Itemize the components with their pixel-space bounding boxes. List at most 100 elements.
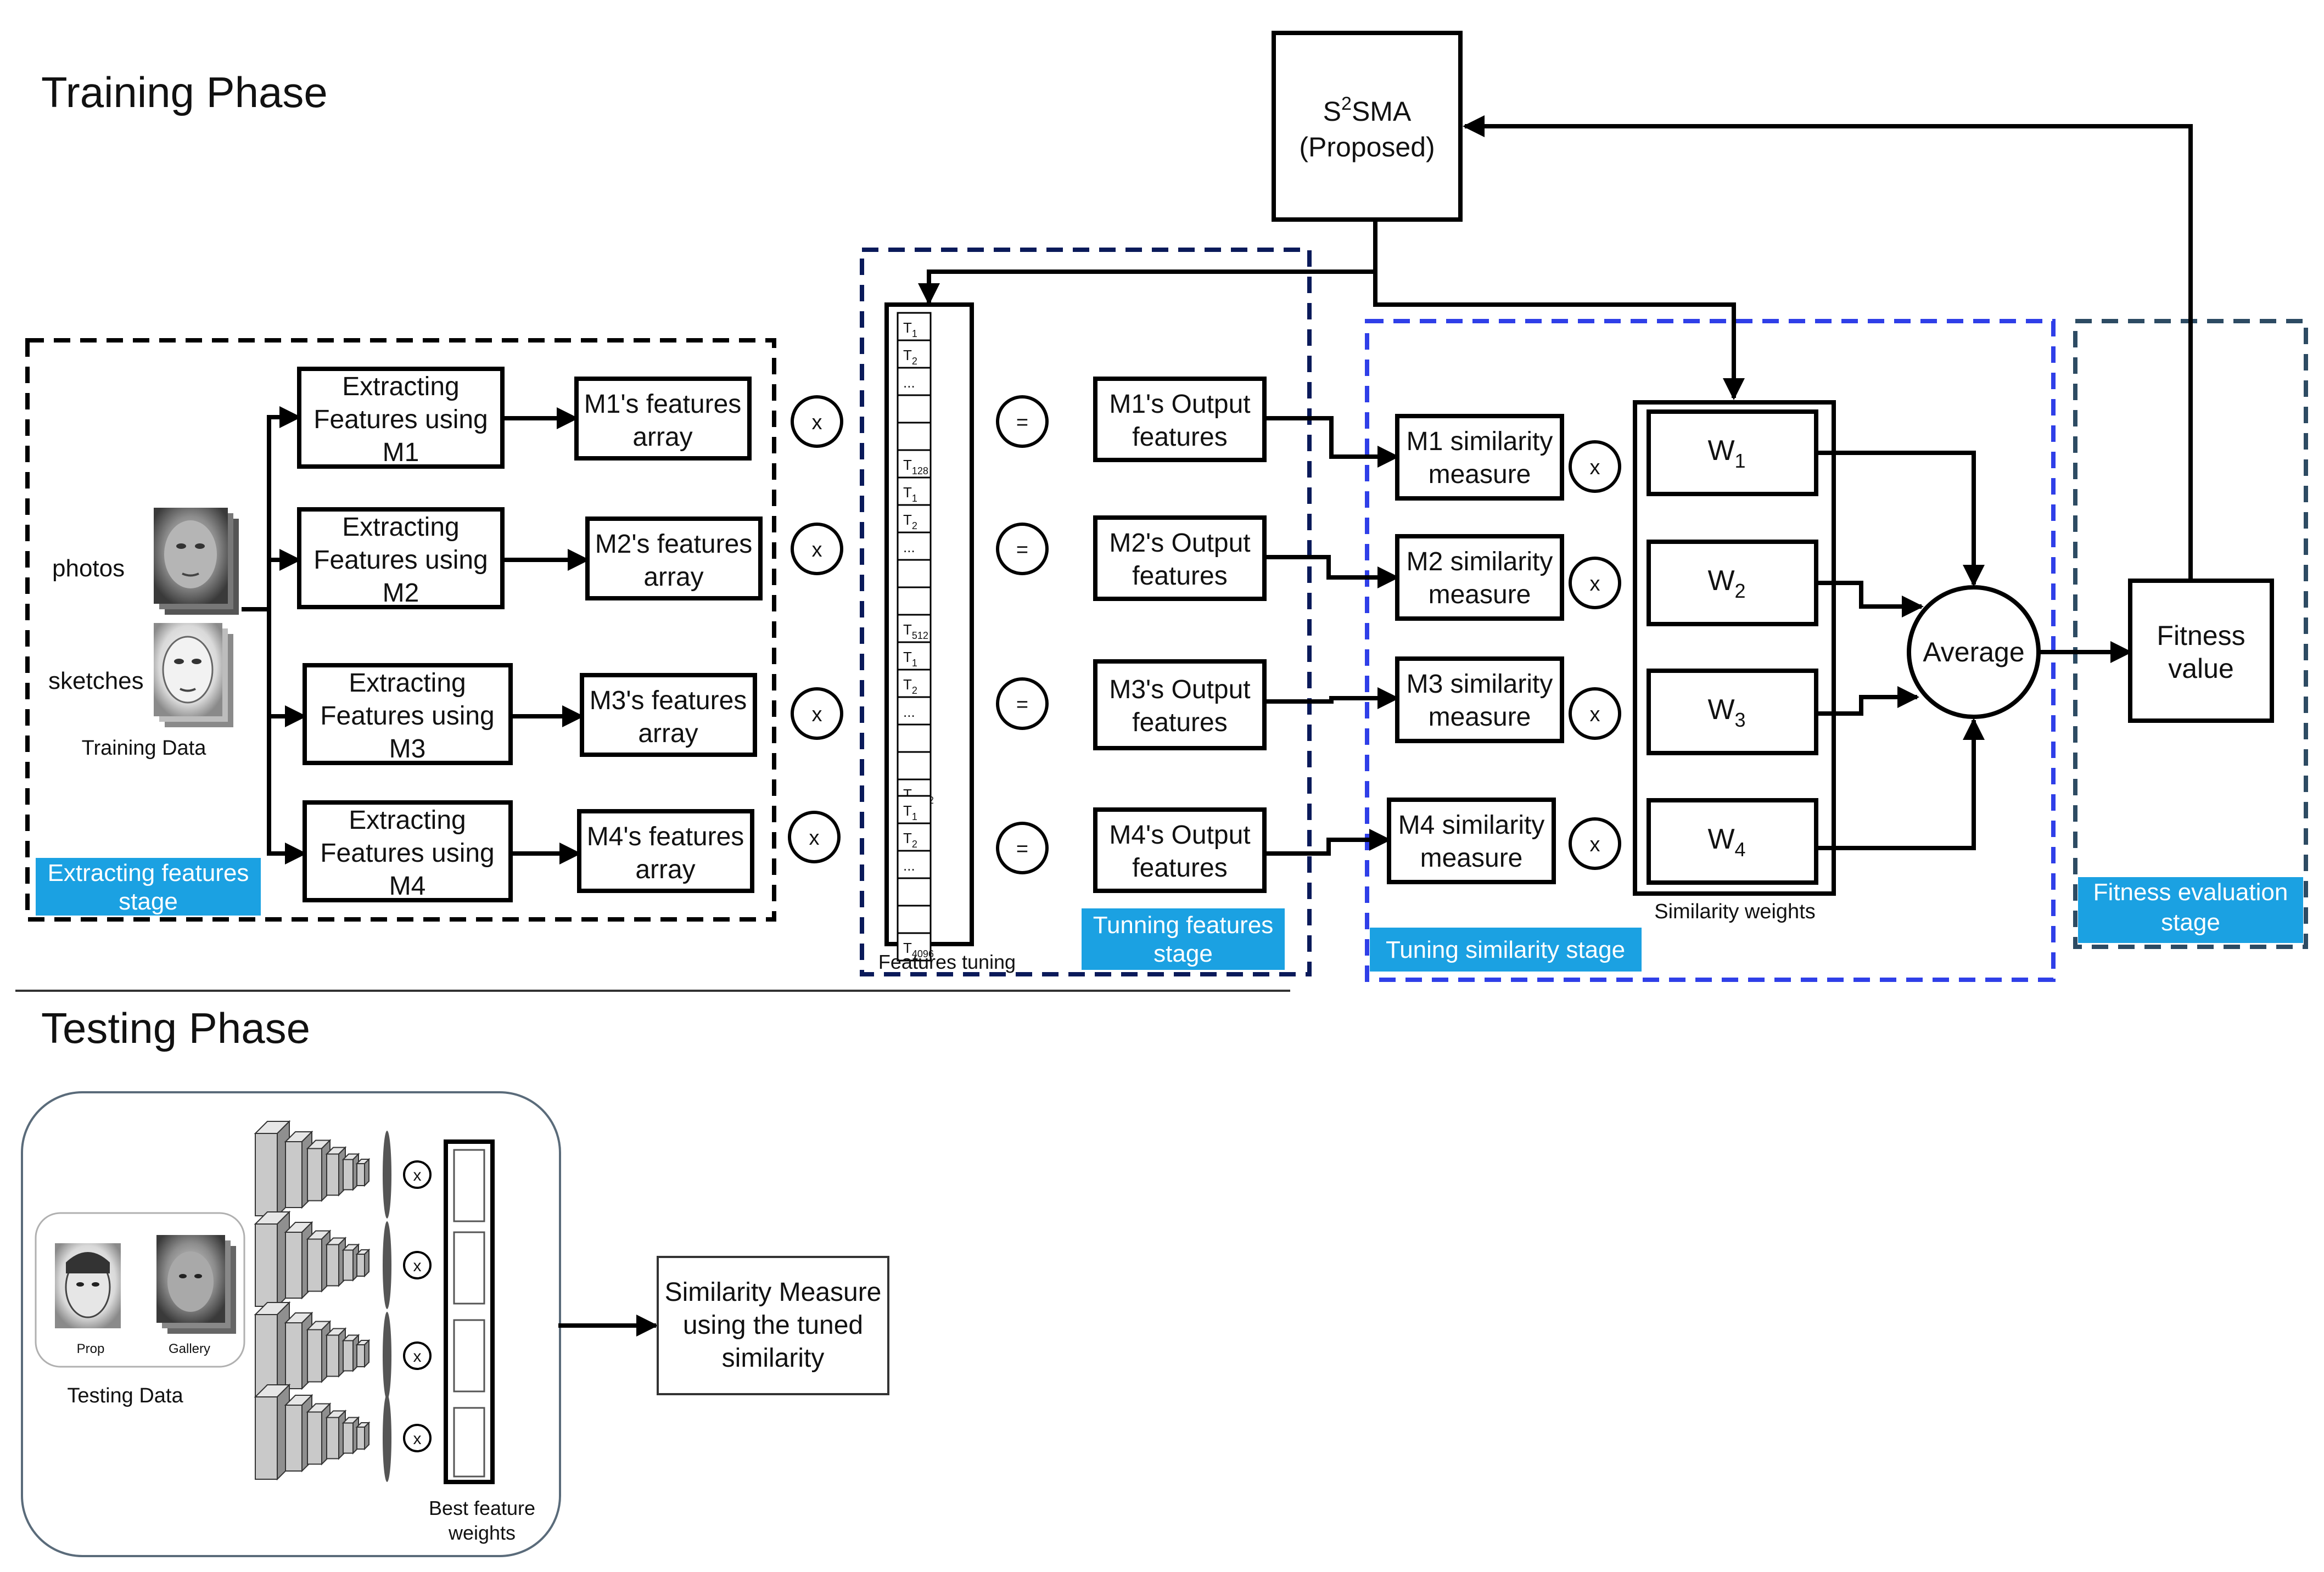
svg-text:measure: measure xyxy=(1429,460,1531,489)
equals-operator: = xyxy=(996,395,1049,448)
svg-text:x: x xyxy=(1590,703,1600,726)
testing-phase-title: Testing Phase xyxy=(41,1004,310,1052)
tuning-cell xyxy=(897,367,932,396)
similarity-measure-m1: M1 similarity measure xyxy=(1395,414,1564,501)
similarity-measure-m4: M4 similarity measure xyxy=(1387,798,1556,884)
best-feature-weights-label-1: Best feature xyxy=(429,1497,535,1519)
svg-text:features: features xyxy=(1132,854,1227,883)
weight-cell xyxy=(453,1407,485,1478)
similarity-weights-label: Similarity weights xyxy=(1654,900,1816,923)
tuning-cell xyxy=(897,339,932,369)
feature-array-m4: M4's features array xyxy=(577,809,754,893)
features-tuning-label: Features tuning xyxy=(878,951,1016,973)
svg-text:Features using: Features using xyxy=(313,405,488,434)
svg-text:W2: W2 xyxy=(1707,565,1745,602)
weight-w4: W4 xyxy=(1647,798,1818,885)
svg-text:x: x xyxy=(1590,833,1600,856)
svg-text:stage: stage xyxy=(2161,909,2220,936)
extract-box-m4: Extracting Features using M4 xyxy=(303,800,513,902)
svg-text:M3's features: M3's features xyxy=(590,686,747,715)
weight-w1: W1 xyxy=(1647,409,1818,496)
svg-text:M4's Output: M4's Output xyxy=(1109,821,1250,850)
multiply-operator: x xyxy=(1569,687,1621,740)
arrow-to-extract-m4 xyxy=(267,609,307,864)
tuning-cell-label: T512 xyxy=(903,621,928,641)
equals-operator: = xyxy=(996,523,1049,575)
tuning-cell xyxy=(897,586,932,616)
weight-w2: W2 xyxy=(1647,540,1818,626)
svg-text:using the tuned: using the tuned xyxy=(683,1311,863,1340)
best-feature-weights-label-2: weights xyxy=(448,1522,516,1544)
tuning-cell-label: ... xyxy=(903,704,915,720)
cnn-model-icon: x xyxy=(254,1120,432,1219)
weight-w3: W3 xyxy=(1647,669,1818,755)
svg-text:Fitness: Fitness xyxy=(2157,620,2245,651)
tuning-cell xyxy=(897,932,932,962)
svg-text:x: x xyxy=(809,827,820,850)
arrow-output-m4-to-similarity xyxy=(1264,829,1391,856)
arrow-s2sma-to-weights xyxy=(1373,272,1745,400)
svg-text:Extracting: Extracting xyxy=(349,669,466,698)
extracting-stage-container xyxy=(25,338,776,922)
svg-text:features: features xyxy=(1132,423,1227,452)
arrow-s2sma-to-tuning xyxy=(918,220,1377,305)
svg-text:=: = xyxy=(1016,411,1028,434)
multiply-operator xyxy=(403,1424,432,1452)
svg-text:=: = xyxy=(1016,538,1028,562)
svg-text:Similarity Measure: Similarity Measure xyxy=(665,1278,882,1307)
cnn-model-icon: x xyxy=(254,1301,432,1400)
extract-box-m3: Extracting Features using M3 xyxy=(303,663,513,765)
arrow-w2-to-average xyxy=(1816,581,1924,617)
multiply-operator: x xyxy=(791,523,843,575)
arrow-fitness-to-s2sma xyxy=(1463,115,2193,581)
svg-text:Tuning similarity stage: Tuning similarity stage xyxy=(1386,936,1625,963)
svg-text:M2: M2 xyxy=(383,579,419,608)
multiply-operator-label: x xyxy=(413,1348,422,1366)
training-data-label: Training Data xyxy=(82,737,207,760)
feature-array-m3: M3's features array xyxy=(580,673,757,757)
weight-cell xyxy=(453,1149,485,1222)
features-tuning-vector: T1T2...T128T1T2...T512T1T2...T2622T1T2..… xyxy=(884,302,974,962)
svg-text:M1 similarity: M1 similarity xyxy=(1407,427,1553,456)
arrow-to-extract-m1 xyxy=(242,406,301,611)
svg-text:M1's Output: M1's Output xyxy=(1109,390,1250,419)
s2sma-subtitle: (Proposed) xyxy=(1299,132,1435,162)
extract-box-m1: Extracting Features using M1 xyxy=(297,367,505,469)
tuning-cell xyxy=(897,723,932,753)
svg-text:array: array xyxy=(643,563,703,592)
svg-text:measure: measure xyxy=(1429,580,1531,609)
svg-text:M3 similarity: M3 similarity xyxy=(1407,670,1553,699)
svg-text:measure: measure xyxy=(1429,703,1531,732)
arrow-output-m1-to-similarity xyxy=(1264,416,1399,468)
tuning-cell-label: T1 xyxy=(903,649,917,669)
tuning-cell-label: T1 xyxy=(903,802,917,822)
tuning-cell xyxy=(897,394,932,424)
tuning-cell xyxy=(897,905,932,934)
svg-text:Extracting: Extracting xyxy=(342,513,459,542)
tuning-cell-label: ... xyxy=(903,857,915,874)
tuned-similarity-box: Similarity Measure using the tuned simil… xyxy=(657,1256,889,1395)
multiply-operator xyxy=(403,1341,432,1370)
gallery-label: Gallery xyxy=(169,1341,210,1356)
svg-text:array: array xyxy=(632,423,692,452)
arrow-w3-to-average xyxy=(1816,686,1919,716)
multiply-operator xyxy=(403,1160,432,1189)
s2sma-title: S2SMA xyxy=(1323,93,1412,127)
svg-text:array: array xyxy=(638,719,698,748)
svg-text:W1: W1 xyxy=(1707,435,1745,472)
multiply-operator: x xyxy=(791,395,843,448)
svg-text:M2's features: M2's features xyxy=(595,530,753,559)
stage-label-fitness: Fitness evaluation stage xyxy=(2078,877,2303,943)
svg-text:M3's Output: M3's Output xyxy=(1109,675,1250,704)
tuning-cell-label: T2 xyxy=(903,347,917,367)
svg-text:M1: M1 xyxy=(383,438,419,467)
prop-label: Prop xyxy=(77,1341,105,1356)
tuning-cell-label: T4096 xyxy=(903,940,934,959)
svg-text:stage: stage xyxy=(119,888,178,915)
weight-cell xyxy=(453,1231,485,1305)
output-features-m1: M1's Output features xyxy=(1093,377,1267,462)
arrow-output-m3-to-similarity xyxy=(1264,687,1399,709)
multiply-operator: x xyxy=(791,687,843,740)
